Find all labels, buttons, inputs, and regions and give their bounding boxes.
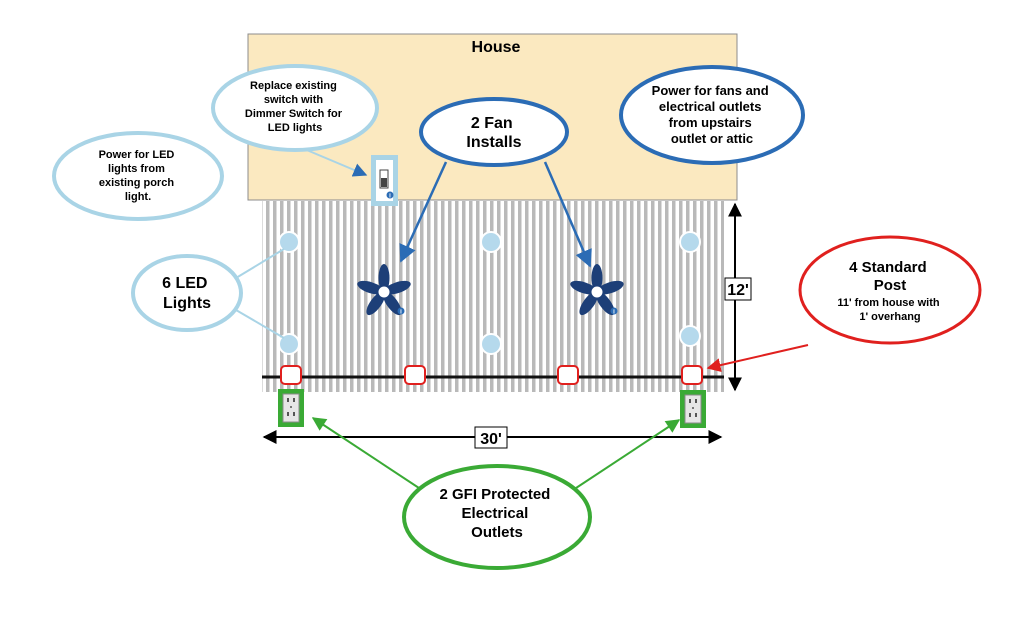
depth-dimension-box: [724, 277, 752, 301]
post-icon: [557, 365, 579, 385]
width-dimension-label: 30': [480, 431, 502, 448]
post-arrow: [706, 344, 809, 372]
outlet-arrow-left: [311, 417, 423, 491]
led-callout-text: 6 LED Lights: [162, 275, 212, 312]
width-dimension-box: [474, 426, 508, 449]
house-title: House: [472, 39, 521, 56]
post-icon: [404, 365, 426, 385]
led-callout-bubble: [131, 254, 243, 332]
svg-text:i: i: [389, 194, 391, 200]
upstairs-power-callout-bubble: [619, 65, 805, 165]
posts-callout-bubble: [798, 235, 982, 345]
porch-power-callout-text: Power for LED lights from existing porch…: [99, 149, 178, 203]
dimmer-callout-text: Replace existing switch with Dimmer Swit…: [245, 80, 345, 134]
light-switch-icon: i: [371, 155, 398, 206]
led-light-icon: [679, 325, 701, 347]
outlet-arrow-right: [572, 419, 681, 491]
fan-arrow-left: [399, 161, 448, 263]
fan-arrow-right: [543, 161, 592, 268]
outlets-callout-bubble: [402, 464, 592, 570]
fans-callout-text: 2 Fan Installs: [466, 115, 521, 151]
outlets-callout-text: 2 GFI Protected Electrical Outlets: [439, 486, 554, 541]
outlet-icon: [277, 388, 305, 428]
post-icon: [280, 365, 302, 385]
depth-dimension-label: 12': [727, 282, 749, 299]
upstairs-power-callout-text: Power for fans and electrical outlets fr…: [652, 83, 773, 146]
led-light-icon: [480, 333, 502, 355]
posts-callout-subtext: 11' from house with 1' overhang: [837, 297, 942, 323]
posts-callout-text: 4 Standard Post: [849, 259, 931, 294]
led-light-icon: [480, 231, 502, 253]
porch-power-callout-bubble: [52, 131, 224, 221]
outlet-icon: [679, 389, 707, 429]
led-light-icon: [679, 231, 701, 253]
led-light-icon: [278, 333, 300, 355]
led-light-icon: [278, 231, 300, 253]
fans-callout-bubble: [419, 97, 569, 167]
led-connector-lower: [235, 309, 285, 339]
led-connector-upper: [235, 248, 285, 279]
post-icon: [681, 365, 703, 385]
dimmer-callout-bubble: [211, 64, 379, 152]
porch-deck: [262, 201, 724, 392]
